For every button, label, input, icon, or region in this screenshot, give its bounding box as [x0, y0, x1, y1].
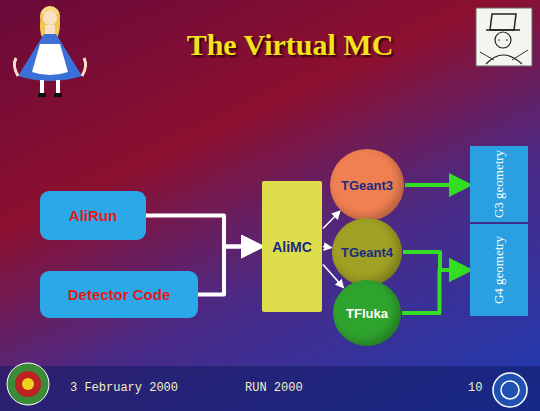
flow-arrow: [323, 247, 331, 248]
node-label: G4 geometry: [491, 236, 507, 304]
geometry-box: G4 geometry: [470, 224, 528, 316]
node-label: TFluka: [346, 306, 388, 321]
footer-text: 10: [468, 381, 482, 395]
footer-text: 3 February 2000: [70, 381, 178, 395]
node-label: AliMC: [272, 239, 312, 255]
footer-band: [0, 366, 540, 411]
flow-arrow: [323, 211, 340, 228]
flow-arrow: [146, 216, 261, 247]
node-label: G3 geometry: [491, 150, 507, 218]
engine-circle: TFluka: [333, 280, 401, 346]
cern-logo: [493, 373, 527, 407]
node-label: AliRun: [69, 207, 117, 224]
flow-arrow: [403, 252, 469, 270]
node-label: Detector Code: [68, 286, 171, 303]
footer-text: RUN 2000: [245, 381, 303, 395]
flow-arrow: [402, 270, 469, 313]
slide-title: The Virtual MC: [120, 28, 460, 62]
flow-arrow: [405, 183, 469, 187]
geometry-box: G3 geometry: [470, 146, 528, 222]
alice-figure: [14, 6, 85, 97]
engine-circle: TGeant3: [330, 149, 404, 221]
node-label: TGeant3: [341, 178, 393, 193]
hatter-engraving: [476, 8, 532, 66]
module-box: Detector Code: [40, 271, 198, 318]
node-label: TGeant4: [341, 245, 393, 260]
flow-arrow: [198, 247, 261, 295]
alice-logo: [7, 363, 49, 405]
engine-circle: TGeant4: [332, 218, 402, 286]
interface-box: AliMC: [262, 181, 322, 312]
module-box: AliRun: [40, 191, 146, 240]
